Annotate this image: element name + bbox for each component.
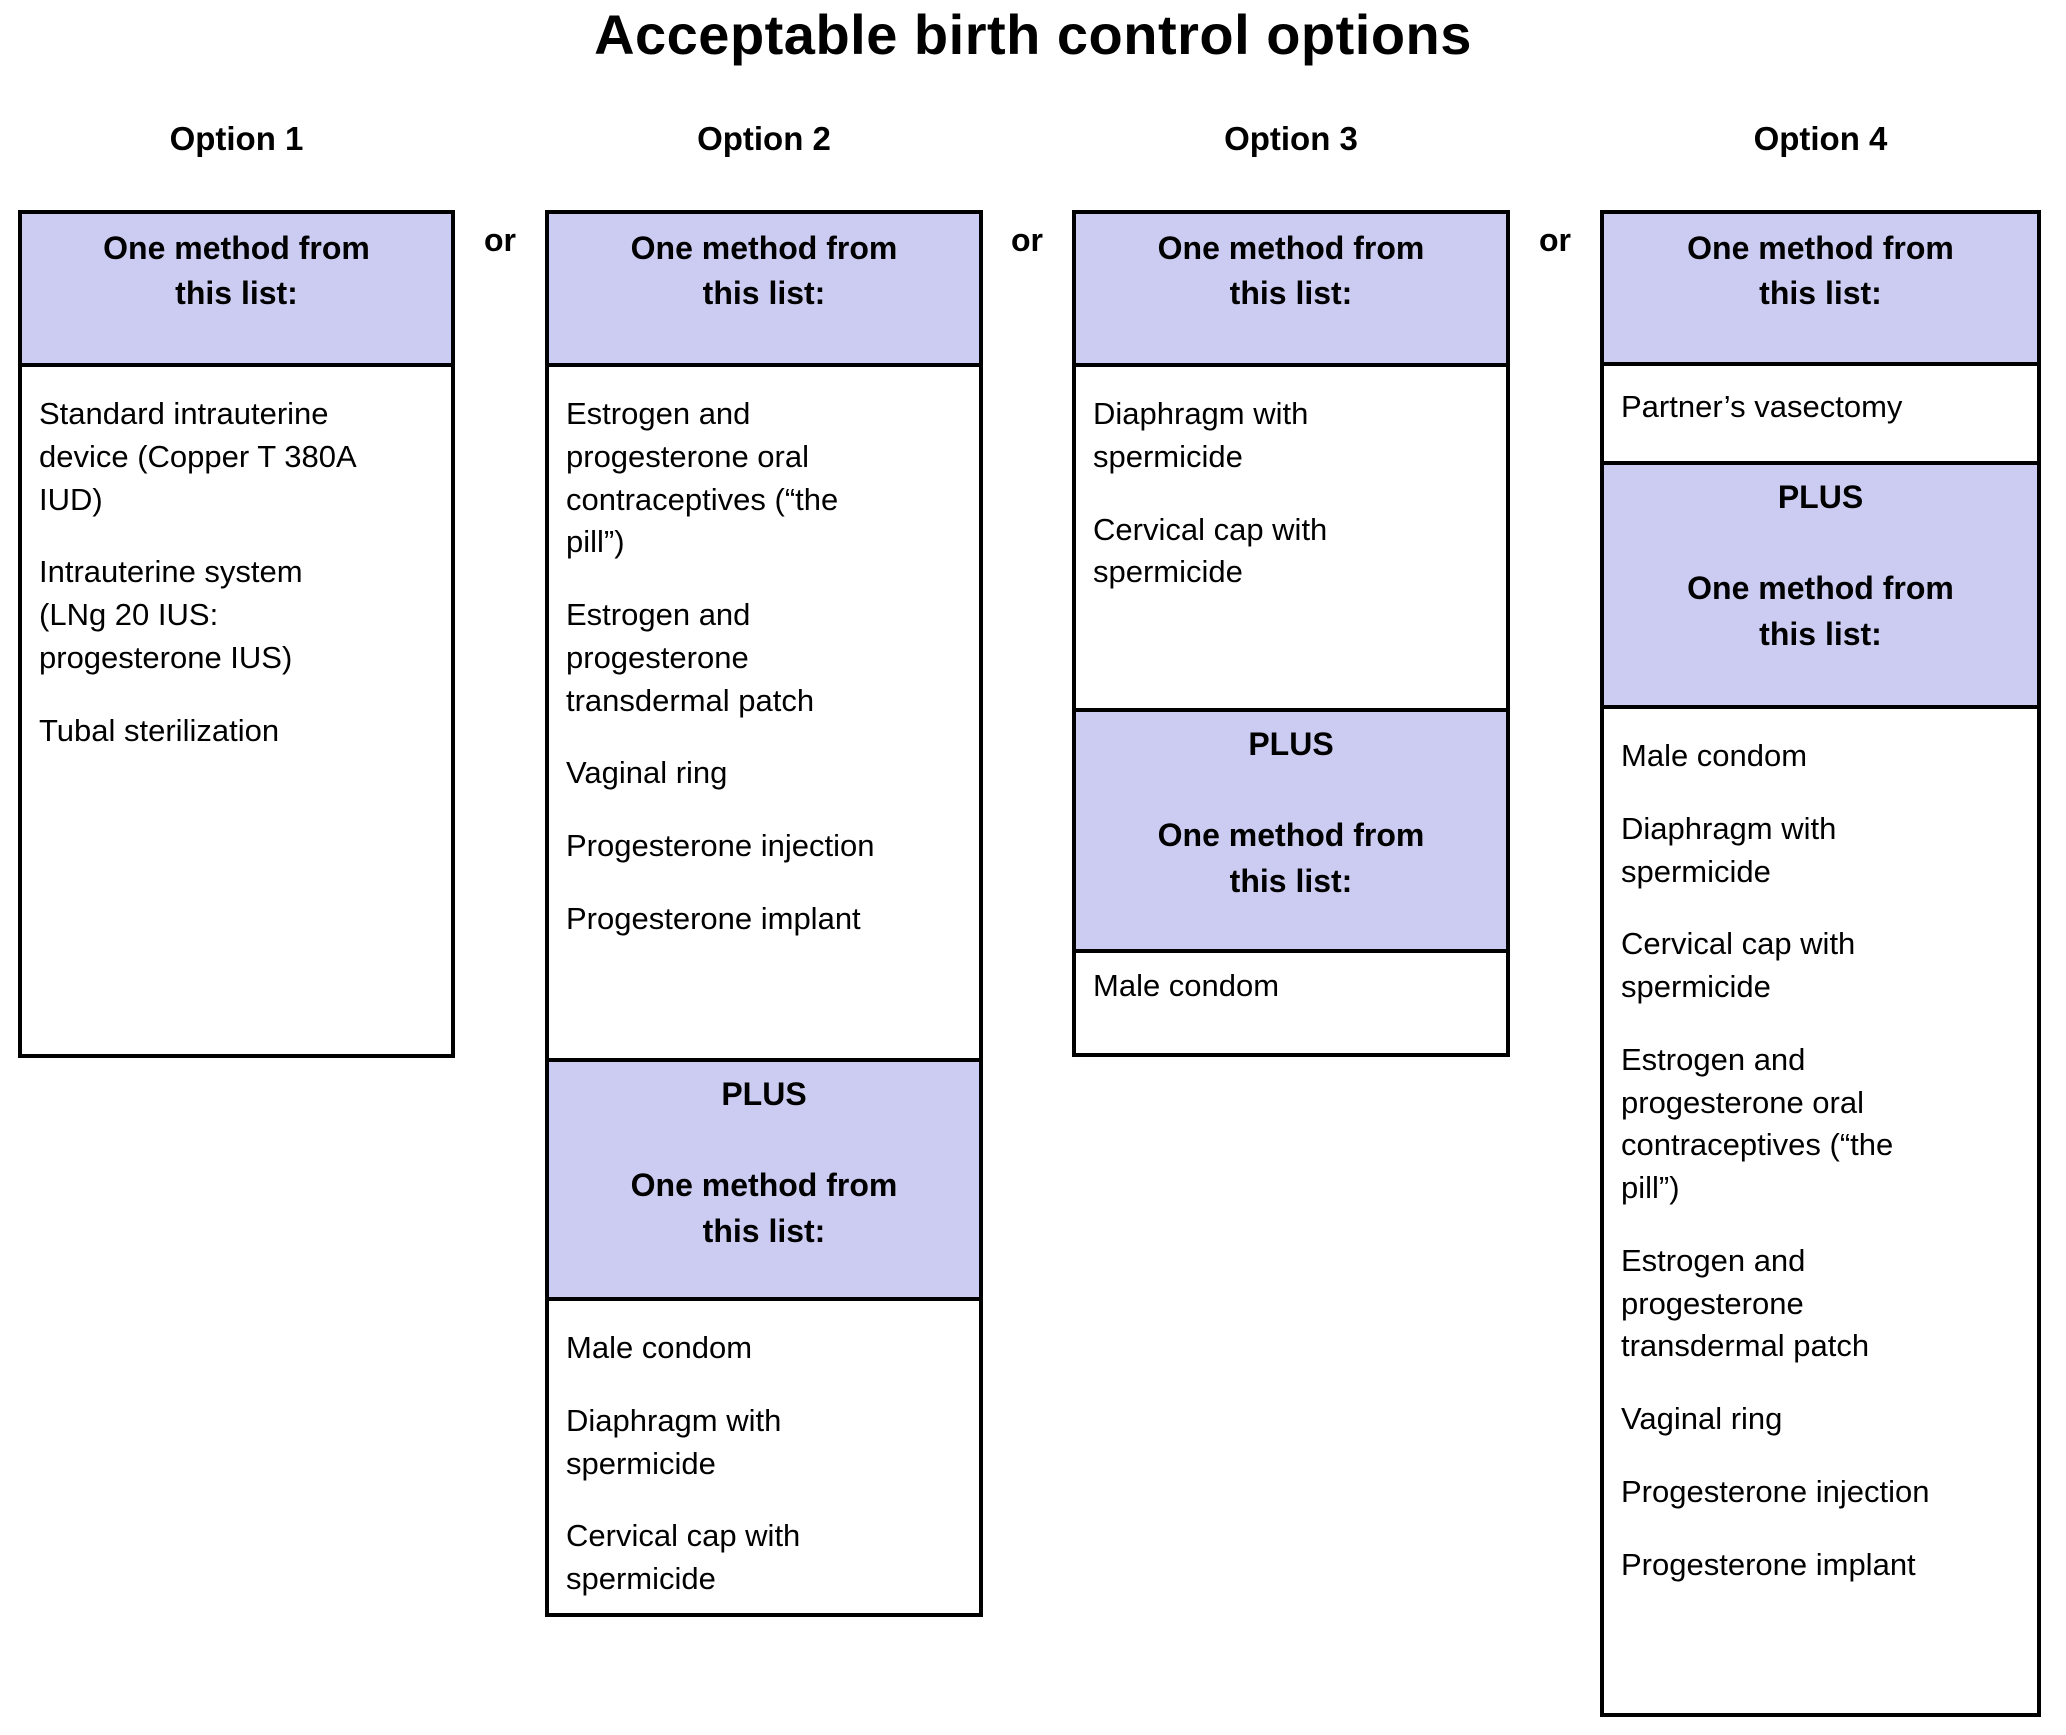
method-item: Progesterone injection — [566, 828, 875, 864]
option-2-label: Option 2 — [697, 120, 831, 157]
method-item: Partner’s vasectomy — [1621, 389, 1903, 424]
list-header-text: One method from this list: — [630, 1167, 898, 1249]
option-4-method-list: Partner’s vasectomy — [1604, 362, 2037, 461]
method-item: Progesterone injection — [1621, 1473, 1930, 1509]
option-2-method-list: Estrogen and progesterone oral contracep… — [549, 363, 979, 1058]
list-header-text: One method from this list: — [1687, 230, 1954, 312]
list-header-text: One method from this list: — [103, 230, 370, 312]
option-3-plus-header: PLUS One method from this list: — [1076, 708, 1506, 949]
option-1-box: One method from this list: Standard intr… — [18, 210, 455, 1058]
option-3-list-header: One method from this list: — [1076, 214, 1506, 363]
method-item: Diaphragm with spermicide — [1621, 810, 1837, 889]
list-header-text: One method from this list: — [1157, 230, 1425, 312]
method-item: Vaginal ring — [1621, 1401, 1783, 1437]
option-2-box: One method from this list: Estrogen and … — [545, 210, 983, 1617]
option-3-plus-method-list: Male condom — [1076, 949, 1506, 1053]
plus-label: PLUS — [1777, 479, 1864, 515]
option-2-list-header: One method from this list: — [549, 214, 979, 363]
method-item: Diaphragm with spermicide — [566, 1402, 782, 1481]
method-item: Male condom — [566, 1330, 753, 1365]
option-1-list-header: One method from this list: — [22, 214, 451, 363]
method-item: Cervical cap with spermicide — [1093, 511, 1328, 590]
option-2-plus-method-list: Male condom Diaphragm with spermicide Ce… — [549, 1297, 979, 1631]
option-1-method-list: Standard intrauterine device (Copper T 3… — [22, 363, 451, 1054]
method-item: Cervical cap with spermicide — [566, 1518, 801, 1597]
method-item: Male condom — [1621, 738, 1808, 773]
method-item: Standard intrauterine device (Copper T 3… — [39, 396, 355, 517]
option-4-plus-method-list: Male condom Diaphragm with spermicide Ce… — [1604, 705, 2037, 1713]
or-separator-2: or — [1011, 222, 1043, 258]
method-item: Progesterone implant — [566, 900, 861, 936]
or-separator-3: or — [1539, 222, 1571, 258]
method-item: Estrogen and progesterone oral contracep… — [566, 396, 839, 560]
list-header-text: One method from this list: — [630, 230, 898, 312]
method-item: Tubal sterilization — [39, 712, 280, 748]
method-item: Diaphragm with spermicide — [1093, 396, 1309, 474]
page-title: Acceptable birth control options — [594, 3, 1472, 66]
method-item: Estrogen and progesterone oral contracep… — [1621, 1041, 1894, 1206]
option-4-list-header: One method from this list: — [1604, 214, 2037, 362]
option-3-label: Option 3 — [1224, 120, 1358, 157]
list-header-text: One method from this list: — [1687, 570, 1954, 652]
option-4-label: Option 4 — [1753, 120, 1888, 157]
option-3-method-list: Diaphragm with spermicide Cervical cap w… — [1076, 363, 1506, 708]
plus-label: PLUS — [721, 1076, 807, 1112]
method-item: Estrogen and progesterone transdermal pa… — [566, 597, 815, 718]
option-4-plus-header: PLUS One method from this list: — [1604, 461, 2037, 705]
list-header-text: One method from this list: — [1157, 817, 1425, 899]
or-separator-1: or — [484, 222, 516, 258]
method-item: Intrauterine system (LNg 20 IUS: progest… — [39, 554, 303, 675]
method-item: Estrogen and progesterone transdermal pa… — [1621, 1242, 1870, 1364]
method-item: Cervical cap with spermicide — [1621, 926, 1856, 1005]
method-item: Male condom — [1093, 968, 1280, 1003]
plus-label: PLUS — [1248, 726, 1334, 762]
option-3-box: One method from this list: Diaphragm wit… — [1072, 210, 1510, 1057]
option-2-plus-header: PLUS One method from this list: — [549, 1058, 979, 1297]
option-1-label: Option 1 — [169, 120, 304, 157]
method-item: Vaginal ring — [566, 755, 728, 791]
option-4-box: One method from this list: Partner’s vas… — [1600, 210, 2041, 1717]
method-item: Progesterone implant — [1621, 1546, 1916, 1582]
